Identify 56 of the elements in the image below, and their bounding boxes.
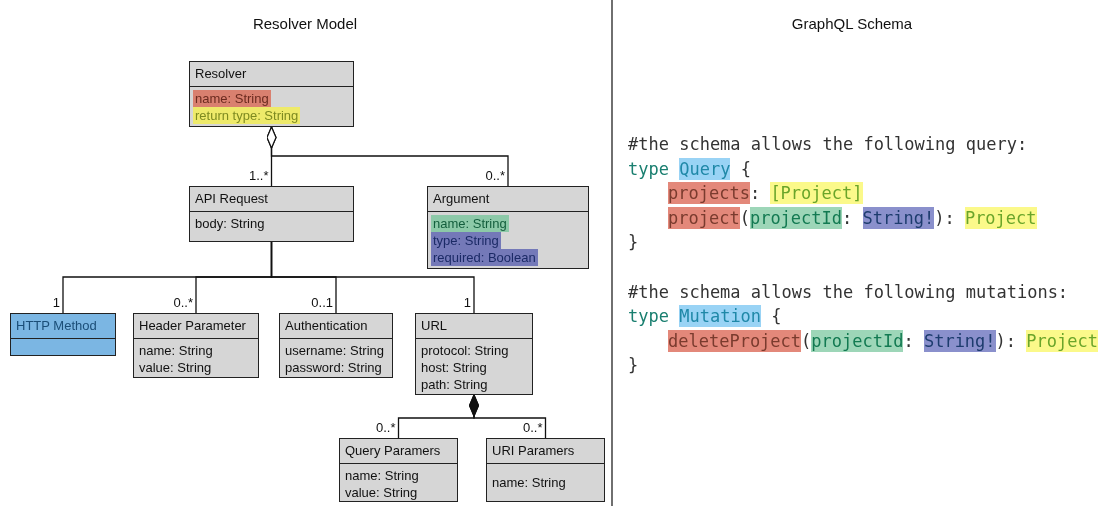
code-line: type Query { <box>628 158 751 180</box>
attribute-text: body: String <box>194 215 266 232</box>
class-box <box>189 61 354 127</box>
attribute-text: name: String <box>344 467 420 484</box>
attribute-text: name: String <box>193 90 271 107</box>
class-box <box>486 438 605 502</box>
class-box <box>415 313 533 395</box>
panel-title: Resolver Model <box>252 15 358 32</box>
attribute-text: protocol: String <box>420 342 510 359</box>
class-box <box>427 186 589 269</box>
attribute-text: value: String <box>344 484 419 501</box>
code-line: #the schema allows the following mutations: <box>628 281 1069 303</box>
attribute-text: password: String <box>284 359 383 376</box>
class-name: API Request <box>190 187 353 212</box>
class-name: URI Paramers <box>487 439 604 464</box>
association-line <box>270 241 475 314</box>
attribute-text: name: String <box>431 215 509 232</box>
class-name: Resolver <box>190 62 353 87</box>
code-line: #the schema allows the following query: <box>628 133 1028 155</box>
code-line: projects: [Project] <box>668 182 863 204</box>
code-line: deleteProject(projectId: String!): Project <box>668 330 1098 352</box>
code-line: type Mutation { <box>628 305 782 327</box>
attribute-text: value: String <box>138 359 213 376</box>
class-box <box>133 313 259 378</box>
attribute-text: return type: String <box>193 107 301 124</box>
attribute-text: name: String <box>491 474 567 491</box>
class-box <box>189 186 354 242</box>
class-box <box>339 438 458 502</box>
association-line <box>468 394 547 439</box>
class-box <box>279 313 393 378</box>
multiplicity-label: 0..1 <box>311 295 333 310</box>
attribute-text: type: String <box>431 232 501 249</box>
class-name: Authentication <box>280 314 392 339</box>
multiplicity-label: 1..* <box>249 168 269 183</box>
multiplicity-label: 0..* <box>173 295 193 310</box>
class-name: Argument <box>428 187 588 212</box>
class-name: Header Parameter <box>134 314 258 339</box>
multiplicity-label: 0..* <box>376 420 396 435</box>
class-name: HTTP Method <box>11 314 115 339</box>
code-line: project(projectId: String!): Project <box>668 207 1037 229</box>
code-line: } <box>628 231 639 253</box>
class-name: Query Paramers <box>340 439 457 464</box>
class-box <box>10 313 116 356</box>
class-name: URL <box>416 314 532 339</box>
attribute-text: username: String <box>284 342 385 359</box>
multiplicity-label: 1 <box>463 295 471 310</box>
attribute-text: host: String <box>420 359 488 376</box>
association-line <box>266 126 509 187</box>
code-line: } <box>628 354 639 376</box>
panel-title: GraphQL Schema <box>791 15 913 32</box>
attribute-text: path: String <box>420 376 489 393</box>
attribute-text: name: String <box>138 342 214 359</box>
attribute-text: required: Boolean <box>431 249 538 266</box>
multiplicity-label: 1 <box>52 295 60 310</box>
multiplicity-label: 0..* <box>523 420 543 435</box>
multiplicity-label: 0..* <box>485 168 505 183</box>
